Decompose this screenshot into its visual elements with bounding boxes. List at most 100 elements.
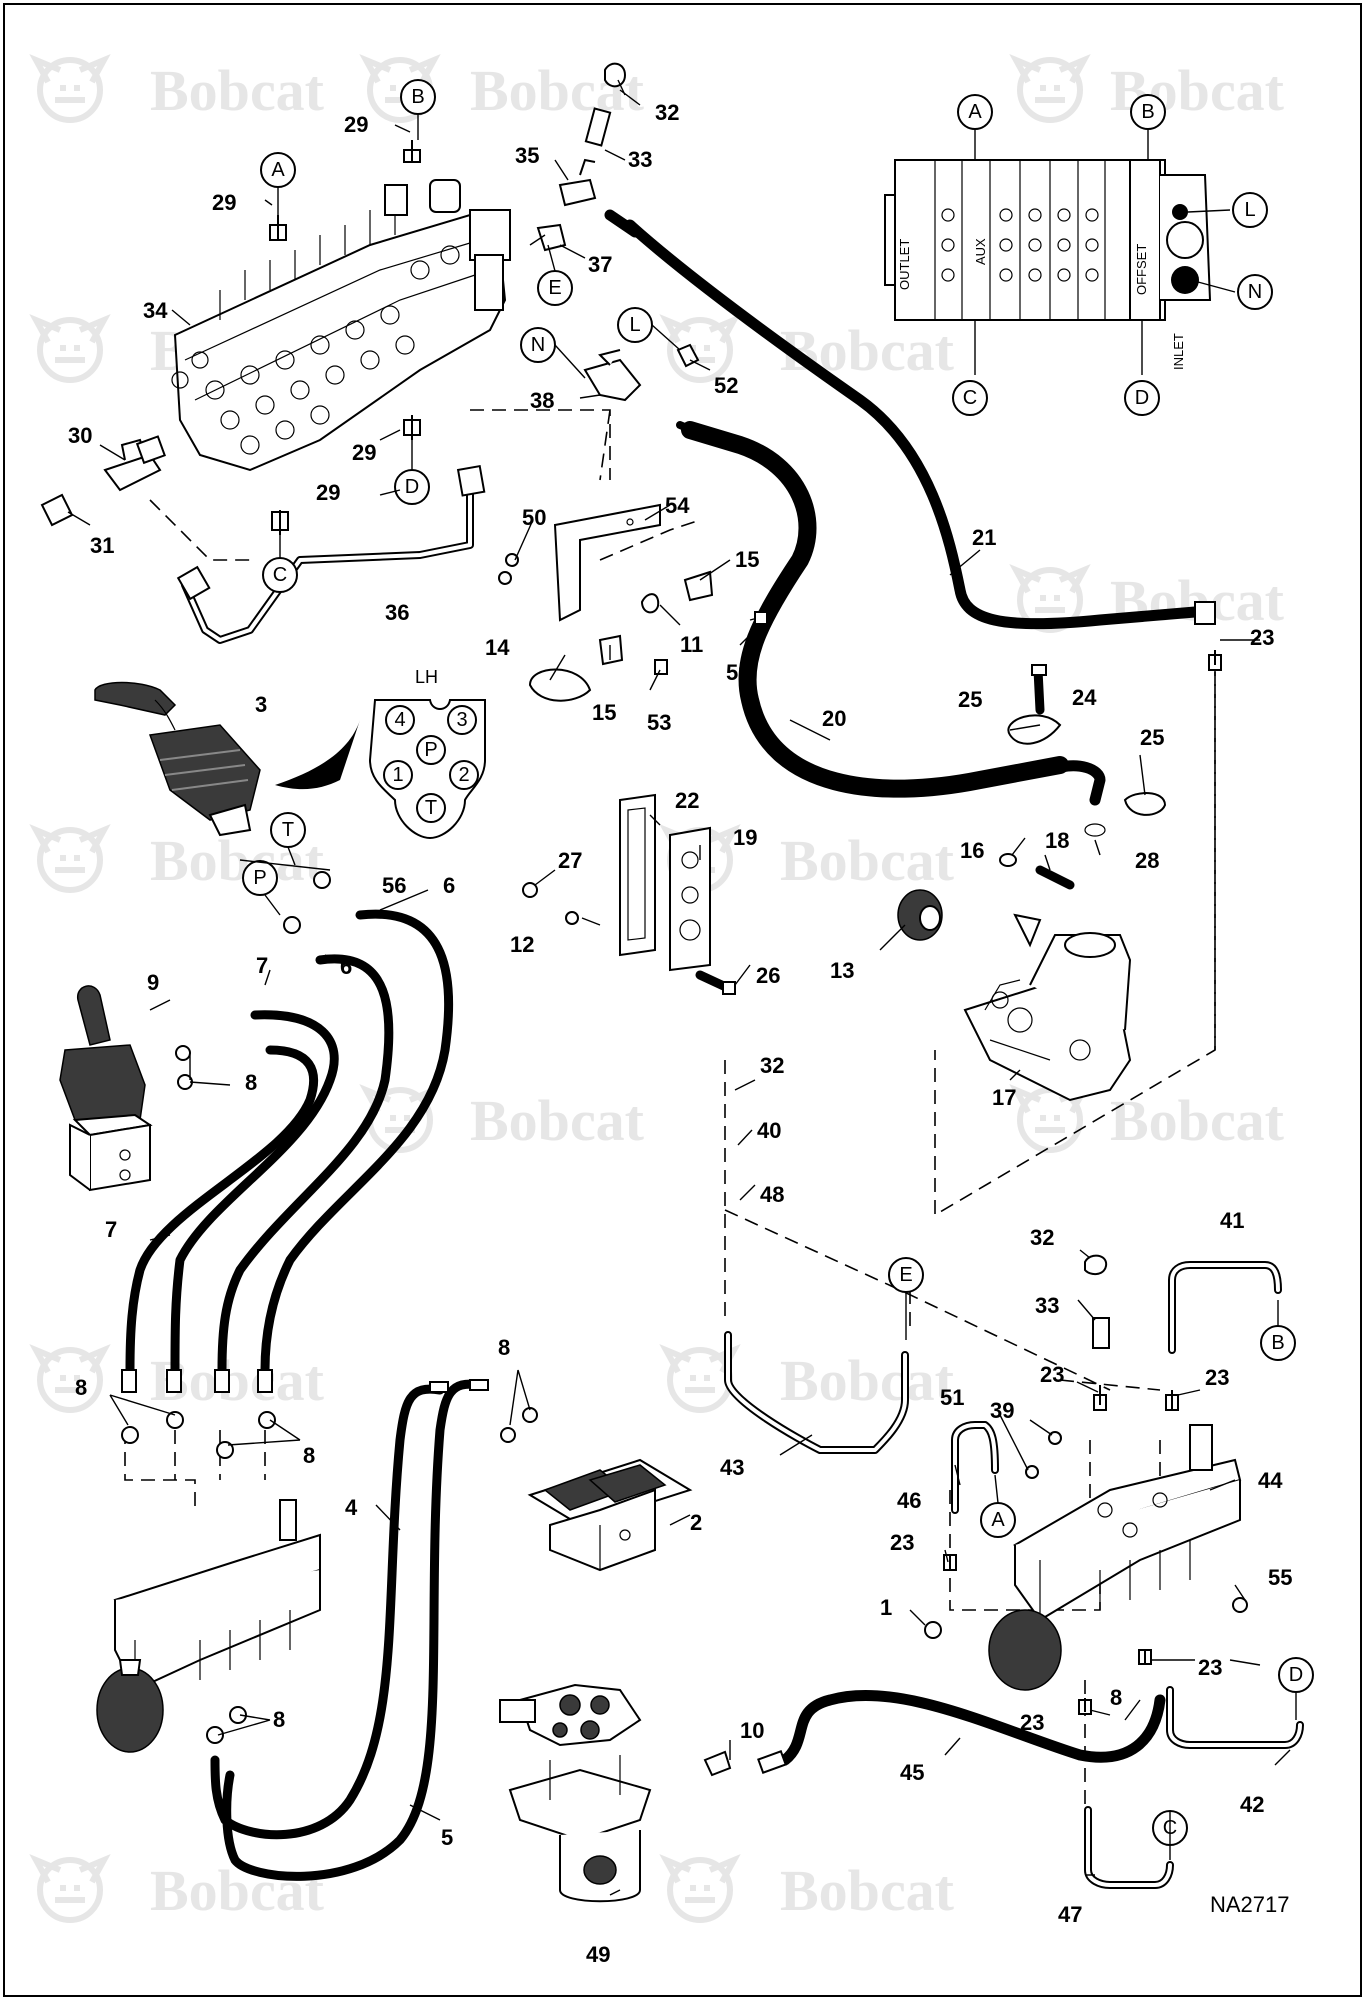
part-num-32: 32 — [760, 1053, 784, 1078]
port-p-label: P — [424, 739, 437, 761]
hose-21 — [604, 209, 1216, 630]
part-num-23: 23 — [1040, 1362, 1064, 1387]
port-1-label: 1 — [392, 764, 403, 786]
part-num-26: 26 — [756, 963, 780, 988]
connector-c-top: C — [273, 564, 287, 586]
part-num-27: 27 — [558, 848, 582, 873]
inset-connector-b: B — [1141, 101, 1154, 123]
inset-connector-d: D — [1135, 387, 1149, 409]
part-num-16: 16 — [960, 838, 984, 863]
port-3-label: 3 — [456, 709, 467, 731]
connector-b-top: B — [411, 86, 424, 108]
cap-32-top — [604, 62, 627, 96]
part-num-14: 14 — [485, 635, 510, 660]
fitting-35 — [558, 158, 597, 207]
callout-stubs — [264, 114, 1297, 1860]
inset-aux-label: AUX — [973, 238, 988, 265]
part-num-8: 8 — [273, 1707, 285, 1732]
connector-n-top: N — [531, 334, 545, 356]
inset-connector-n: N — [1248, 281, 1262, 303]
part-num-46: 46 — [897, 1488, 921, 1513]
adapter-33-lower — [1092, 1317, 1110, 1349]
hose-5 — [222, 1379, 485, 1881]
fitting-56 — [283, 871, 331, 934]
fitting-8-lower-left — [206, 1706, 247, 1744]
clamp-25-left — [1007, 714, 1062, 745]
joystick-3 — [94, 681, 261, 837]
watermark-text: Bobcat — [780, 1348, 955, 1413]
part-num-51: 51 — [940, 1385, 964, 1410]
part-num-7: 7 — [105, 1217, 117, 1242]
port-4-label: 4 — [394, 709, 405, 731]
part-num-1: 1 — [880, 1595, 892, 1620]
tube-41 — [1168, 1261, 1282, 1354]
clamp-11 — [640, 593, 660, 614]
clamp-15-lower — [598, 634, 624, 666]
part-num-29: 29 — [344, 112, 368, 137]
fittings-23-manifold — [943, 650, 1222, 1715]
part-num-29: 29 — [352, 440, 376, 465]
part-num-50: 50 — [522, 505, 546, 530]
part-num-40: 40 — [757, 1118, 781, 1143]
part-num-4: 4 — [345, 1495, 358, 1520]
washer-12 — [565, 911, 579, 925]
coupling-13 — [897, 889, 943, 941]
connector-b-lower: B — [1271, 1332, 1284, 1354]
bolt-26 — [695, 970, 736, 995]
inset-inlet-label: INLET — [1171, 333, 1186, 370]
tee-fitting-38 — [583, 349, 642, 402]
part-num-15: 15 — [592, 700, 616, 725]
nut-50 — [498, 553, 519, 585]
part-num-23: 23 — [1250, 625, 1274, 650]
connector-callouts: B A E L N D C A B L N C D T P E B A D C — [242, 79, 1314, 1846]
drawing-border — [3, 3, 1362, 1997]
inset-connector-a: A — [968, 101, 982, 123]
watermark-text: Bobcat — [150, 1858, 325, 1923]
pilot-port-title: LH — [415, 667, 438, 687]
connector-a-top: A — [271, 159, 285, 181]
elbow-37 — [529, 223, 567, 252]
inset-connector-c: C — [963, 387, 977, 409]
plate-19 — [669, 826, 711, 972]
watermark-text: Bobcat — [1110, 1088, 1285, 1153]
connector-p-joystick: P — [253, 867, 266, 889]
part-num-49: 49 — [586, 1942, 610, 1967]
connector-e-lower: E — [899, 1264, 912, 1286]
part-num-28: 28 — [1135, 848, 1159, 873]
plug-1 — [924, 1621, 942, 1639]
leader-lines — [67, 89, 1291, 1896]
watermark-text: Bobcat — [150, 58, 325, 123]
part-num-31: 31 — [90, 533, 114, 558]
part-num-36: 36 — [385, 600, 409, 625]
port-t-label: T — [425, 797, 437, 819]
part-num-12: 12 — [510, 932, 534, 957]
part-num-41: 41 — [1220, 1208, 1244, 1233]
part-num-7: 7 — [256, 953, 268, 978]
part-num-22: 22 — [675, 788, 699, 813]
part-num-3: 3 — [255, 692, 267, 717]
hydraulic-pump-17 — [963, 913, 1132, 1102]
fitting-8-hose-ends — [429, 1379, 538, 1443]
port-arrow — [275, 720, 360, 790]
part-num-25: 25 — [958, 687, 982, 712]
part-number-labels: 1 2 3 4 5 6 6 7 7 8 8 8 8 8 8 9 10 11 12… — [68, 100, 1292, 1967]
part-num-23: 23 — [890, 1530, 914, 1555]
part-num-15: 15 — [735, 547, 759, 572]
part-num-56: 56 — [382, 873, 406, 898]
part-num-2: 2 — [690, 1510, 702, 1535]
connector-l-top: L — [629, 314, 640, 336]
part-num-32: 32 — [1030, 1225, 1054, 1250]
part-num-32: 32 — [655, 100, 679, 125]
manifold-44 — [988, 1424, 1242, 1691]
part-num-53: 53 — [726, 660, 750, 685]
joystick-9 — [59, 985, 153, 1192]
part-num-47: 47 — [1058, 1902, 1082, 1927]
part-num-33: 33 — [628, 147, 652, 172]
part-num-44: 44 — [1258, 1468, 1283, 1493]
pilot-port-diagram: 4 3 P 1 2 T LH — [368, 667, 486, 840]
bolt-53-upper — [749, 609, 771, 626]
part-num-43: 43 — [720, 1455, 744, 1480]
bolt-18 — [1035, 865, 1075, 890]
tee-fitting-30 — [103, 435, 166, 492]
part-num-6: 6 — [340, 954, 352, 979]
